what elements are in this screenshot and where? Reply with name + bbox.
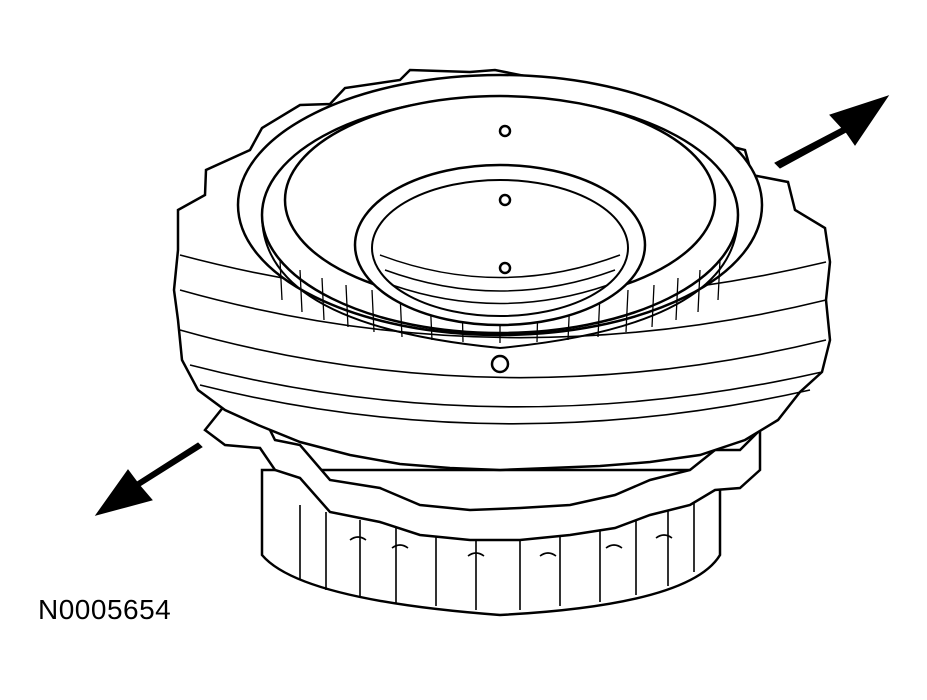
arrow-upper-right-icon	[774, 95, 890, 169]
check-ball	[490, 354, 510, 374]
inner-cup-wall	[261, 214, 739, 350]
drum-slots	[299, 500, 695, 610]
bore-grooves	[379, 254, 621, 305]
upper-housing	[172, 68, 832, 472]
figure-reference-code: N0005654	[38, 594, 172, 625]
oil-hole-mid	[498, 193, 512, 207]
arrow-lower-left-icon	[94, 442, 203, 516]
oil-hole-low	[498, 261, 512, 275]
lower-drum	[203, 403, 762, 617]
oil-hole-top	[498, 124, 512, 138]
lower-spline-ring	[203, 403, 762, 542]
bore-inner	[371, 179, 629, 317]
